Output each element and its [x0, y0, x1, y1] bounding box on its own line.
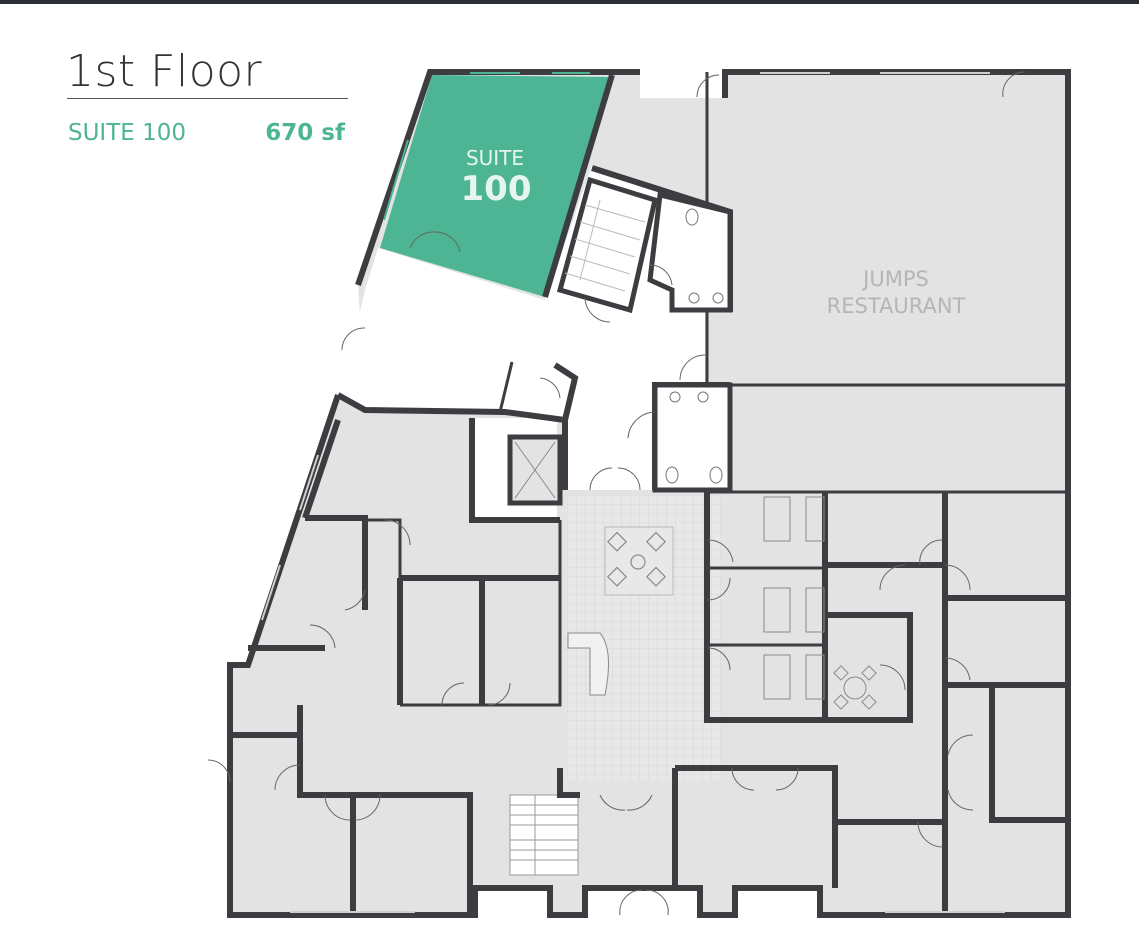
title-divider [67, 98, 348, 99]
stair-icon [556, 176, 658, 314]
floor-title: 1st Floor [66, 46, 263, 97]
suite-100-number: 100 [461, 169, 532, 209]
suite-100-label: SUITE [466, 146, 524, 170]
restroom-upper [647, 191, 733, 313]
windows [383, 72, 590, 221]
restaurant-label-line1: JUMPS [861, 267, 929, 291]
lobby-seating-icon [606, 531, 667, 587]
reception-desk [567, 632, 609, 696]
elevator-icon [507, 434, 563, 506]
restaurant-label-line2: RESTAURANT [827, 294, 966, 318]
office-desks [763, 496, 825, 700]
suite-name[interactable]: SUITE 100 [68, 120, 187, 146]
windows-gray [261, 72, 1005, 913]
door-swings [207, 71, 1026, 916]
suite-100-area[interactable] [380, 75, 612, 297]
top-bar [0, 0, 1139, 4]
lower-stair-icon [509, 794, 579, 876]
restroom-lower [652, 382, 733, 493]
suite-area: 670 sf [265, 120, 345, 146]
meeting-table-icon [833, 665, 877, 710]
